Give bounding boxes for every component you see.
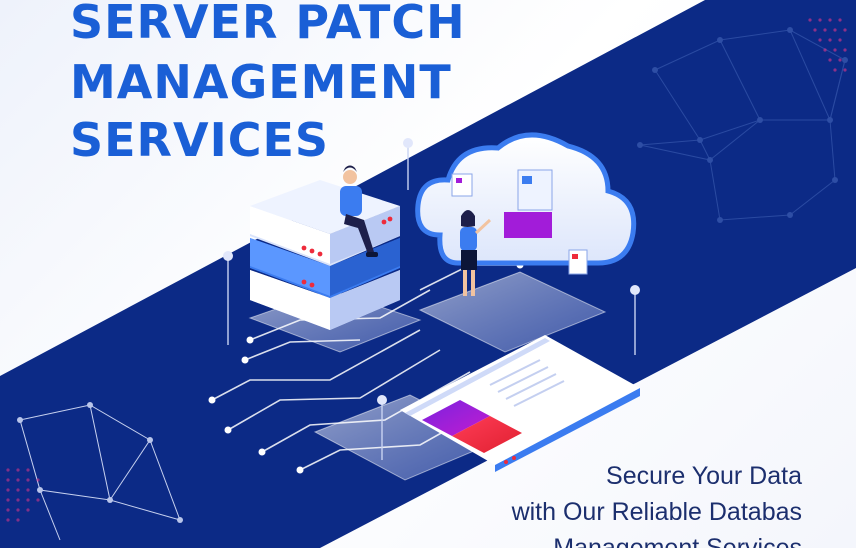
tagline-line-3: Management Services [553, 534, 802, 548]
headline-line-3: SERVICES [70, 113, 330, 167]
tagline-line-2: with Our Reliable Databas [511, 498, 802, 526]
headline-line-2: MANAGEMENT [70, 55, 452, 109]
tagline-line-1: Secure Your Data [606, 462, 802, 490]
headline-line-1: SERVER PATCH [70, 0, 466, 49]
person-icon [340, 165, 378, 257]
browser-window-icon [400, 335, 640, 472]
